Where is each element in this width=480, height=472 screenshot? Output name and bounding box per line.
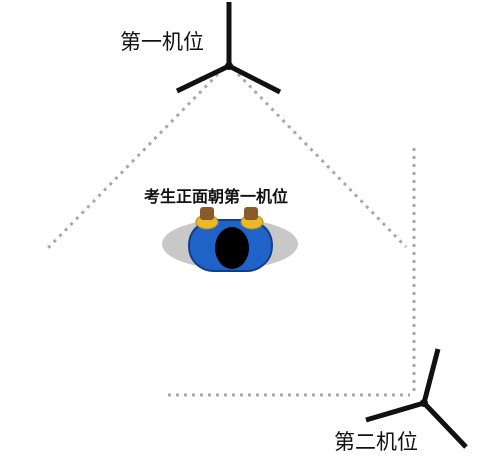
field-of-view-lines xyxy=(46,72,416,397)
camera-two-icon xyxy=(365,348,468,449)
camera-one-left-view-line xyxy=(46,72,220,250)
examinee-right-hand xyxy=(244,207,258,220)
examinee-icon xyxy=(162,207,298,272)
camera-one-icon xyxy=(175,2,282,95)
camera-one-right-view-line xyxy=(236,72,408,249)
examinee-note-label: 考生正面朝第一机位 xyxy=(144,187,289,206)
camera-two-label: 第二机位 xyxy=(334,430,418,454)
examinee-left-hand xyxy=(200,207,214,220)
camera-one-label: 第一机位 xyxy=(120,30,204,54)
examinee-head xyxy=(215,227,249,269)
